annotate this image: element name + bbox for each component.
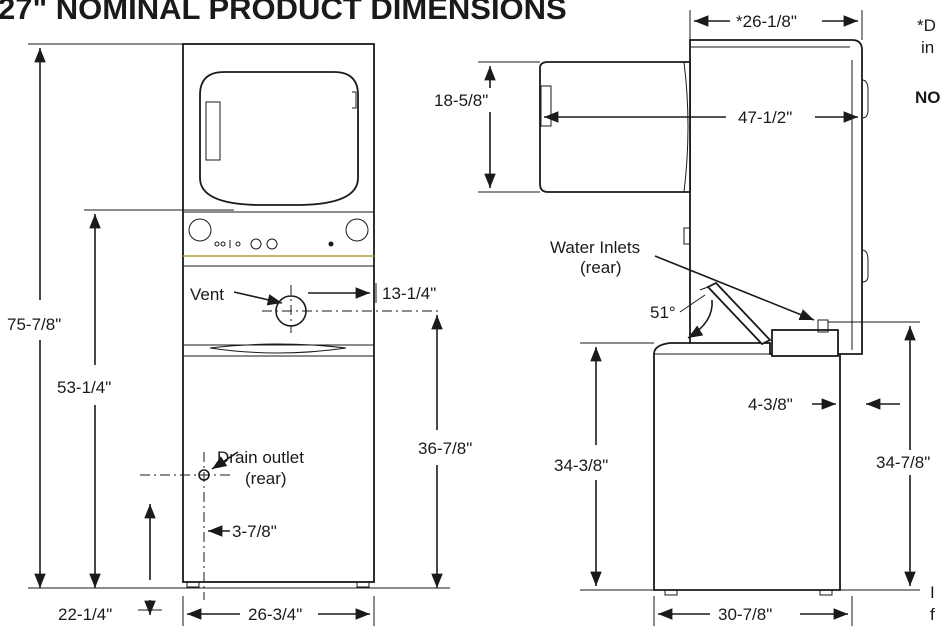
- washer-side: [653, 342, 841, 591]
- note-line-5: f: [930, 605, 935, 624]
- inlet-height-dim: 34-7/8": [876, 453, 930, 472]
- notes: *D in NO I f: [915, 16, 941, 624]
- dryer-door-handle: [205, 101, 221, 161]
- washer-height-dim: 34-3/8": [554, 456, 608, 475]
- water-inlets-label: Water Inlets: [550, 238, 640, 257]
- water-inlets-sub-label: (rear): [580, 258, 622, 277]
- dryer-door-open: [539, 61, 691, 193]
- drain-sub-label: (rear): [245, 469, 287, 488]
- depth-bottom-dim: 30-7/8": [718, 605, 772, 624]
- drain-height-dim: 22-1/4": [58, 605, 112, 624]
- side-view: *26-1/8" 18-5/8" 47-1/2" Water Inlets (r…: [434, 10, 930, 626]
- front-width-dim: 26-3/4": [248, 605, 302, 624]
- note-line-2: in: [921, 38, 934, 57]
- washer-lid-open: [706, 281, 772, 346]
- door-open-depth-dim: 47-1/2": [738, 108, 792, 127]
- dryer-door: [199, 71, 359, 206]
- vent-label: Vent: [190, 285, 224, 304]
- vent-height-dim: 36-7/8": [418, 439, 472, 458]
- vent-offset-dim: 13-1/4": [382, 284, 436, 303]
- note-line-4: I: [930, 583, 935, 602]
- side-cabinet: [689, 39, 863, 355]
- door-height-dim: 18-5/8": [434, 91, 488, 110]
- depth-top-dim: *26-1/8": [736, 12, 797, 31]
- control-knob-right: [345, 218, 369, 242]
- front-view: Vent 13-1/4" Drain outlet (rear) 3-7/8" …: [7, 43, 472, 626]
- diagram-title: 27" NOMINAL PRODUCT DIMENSIONS: [0, 0, 567, 26]
- note-line-3: NO: [915, 88, 941, 107]
- drain-label: Drain outlet: [217, 448, 304, 467]
- drain-offset-dim: 3-7/8": [232, 522, 277, 541]
- rear-gap-dim: 4-3/8": [748, 395, 793, 414]
- note-line-1: *D: [917, 16, 936, 35]
- control-knob-left: [188, 218, 212, 242]
- rear-housing: [771, 329, 839, 357]
- total-height-dim: 75-7/8": [7, 315, 61, 334]
- dryer-base-height-dim: 53-1/4": [57, 378, 111, 397]
- lid-angle-dim: 51°: [650, 303, 676, 322]
